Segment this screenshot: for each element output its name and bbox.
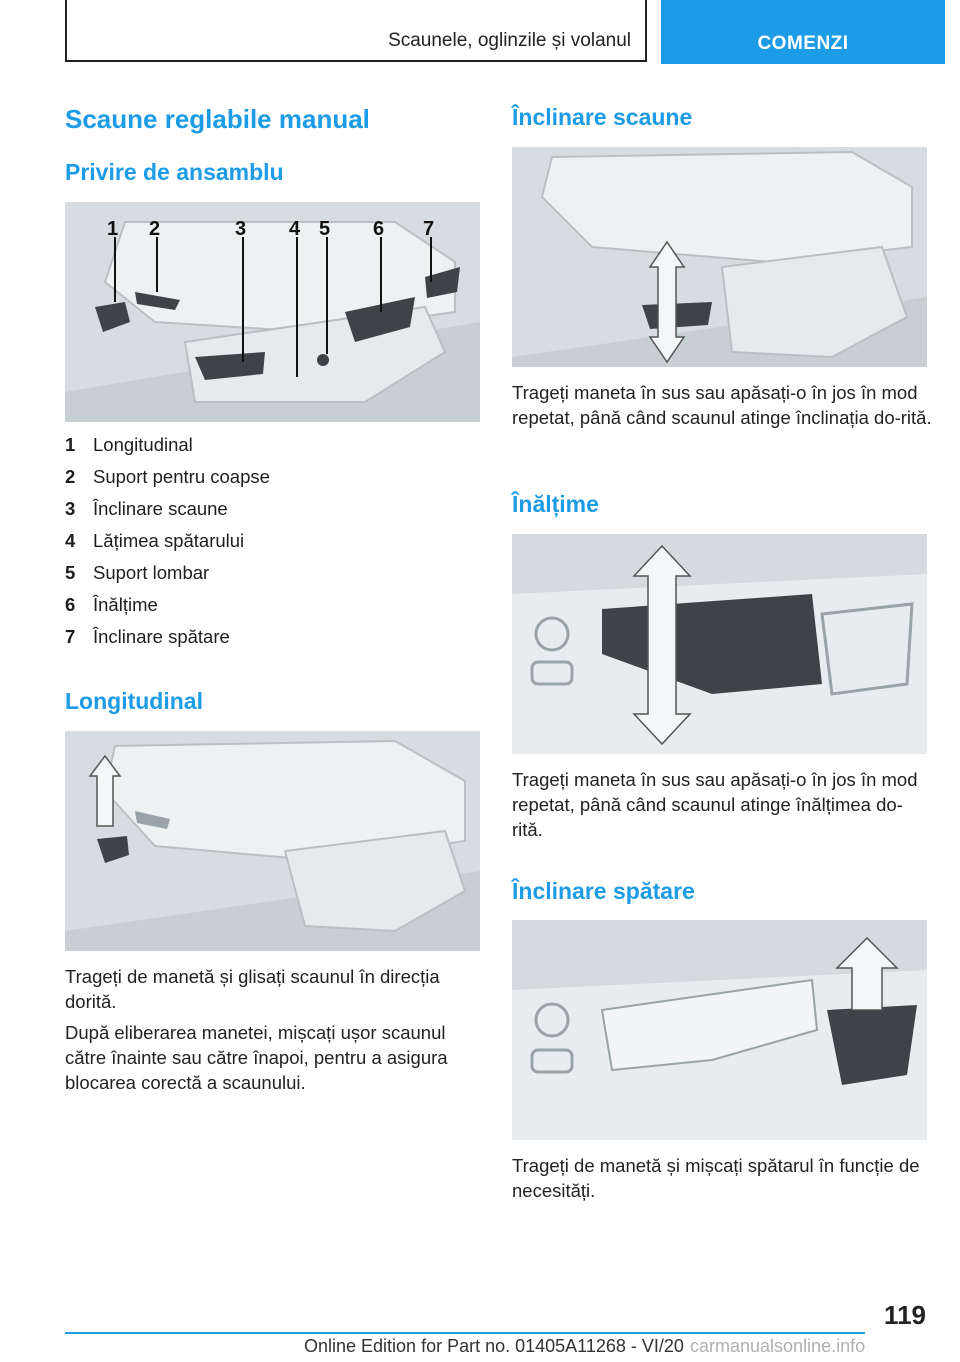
legend-number: 7 bbox=[65, 626, 76, 647]
tilt-figure bbox=[512, 147, 927, 367]
legend-item: 2 Suport pentru coapse bbox=[65, 466, 465, 498]
header-box: Scaunele, oglinzile și volanul bbox=[65, 0, 647, 62]
footer-watermark: carmanualsonline.info bbox=[690, 1336, 866, 1356]
height-figure bbox=[512, 534, 927, 754]
legend-number: 5 bbox=[65, 562, 76, 583]
tilt-heading: Înclinare scaune bbox=[512, 104, 693, 130]
legend-item: 6 Înălțime bbox=[65, 594, 465, 626]
legend-number: 4 bbox=[65, 530, 76, 551]
callout-2: 2 bbox=[149, 218, 160, 240]
backrest-heading: Înclinare spătare bbox=[512, 878, 695, 904]
legend-label: Suport pentru coapse bbox=[93, 466, 270, 487]
tilt-instruction: Trageți maneta în sus sau apăsați-o în j… bbox=[512, 382, 932, 428]
callout-4: 4 bbox=[289, 218, 301, 240]
callout-6: 6 bbox=[373, 218, 384, 240]
legend-item: 5 Suport lombar bbox=[65, 562, 465, 594]
callout-3: 3 bbox=[235, 218, 246, 240]
legend-number: 1 bbox=[65, 434, 76, 455]
legend-label: Lățimea spătarului bbox=[93, 530, 245, 551]
longitudinal-figure bbox=[65, 731, 480, 951]
chapter-tab[interactable]: COMENZI bbox=[661, 0, 945, 64]
legend-number: 6 bbox=[65, 594, 76, 615]
height-instruction: Trageți maneta în sus sau apăsați-o în j… bbox=[512, 769, 918, 840]
legend-item: 7 Înclinare spătare bbox=[65, 626, 465, 658]
callout-1: 1 bbox=[107, 218, 118, 240]
legend-item: 4 Lățimea spătarului bbox=[65, 530, 465, 562]
longitudinal-heading: Longitudinal bbox=[65, 688, 203, 714]
legend-number: 2 bbox=[65, 466, 76, 487]
legend-item: 1 Longitudinal bbox=[65, 434, 465, 466]
legend-label: Înclinare scaune bbox=[93, 498, 228, 519]
footer-edition: Online Edition for Part no. 01405A11268 … bbox=[304, 1336, 684, 1356]
page-title: Scaune reglabile manual bbox=[65, 104, 370, 134]
legend-number: 3 bbox=[65, 498, 76, 519]
legend-label: Înclinare spătare bbox=[93, 626, 230, 647]
callout-5: 5 bbox=[319, 218, 330, 240]
footer-rule bbox=[65, 1332, 865, 1334]
page-number: 119 bbox=[884, 1300, 926, 1330]
seat-overview-figure: 1 2 3 4 5 6 7 bbox=[65, 202, 480, 422]
section-title: Scaunele, oglinzile și volanul bbox=[388, 30, 631, 51]
backrest-figure bbox=[512, 920, 927, 1140]
height-heading: Înălțime bbox=[512, 491, 599, 517]
backrest-instruction: Trageți de manetă și mișcați spătarul în… bbox=[512, 1155, 920, 1201]
overview-heading: Privire de ansamblu bbox=[65, 159, 284, 185]
longitudinal-instruction-2: După eliberarea manetei, mișcați ușor sc… bbox=[65, 1022, 448, 1093]
legend-label: Longitudinal bbox=[93, 434, 193, 455]
longitudinal-instruction-1: Trageți de manetă și glisați scaunul în … bbox=[65, 966, 440, 1012]
legend-label: Suport lombar bbox=[93, 562, 210, 583]
callout-7: 7 bbox=[423, 218, 434, 240]
legend-item: 3 Înclinare scaune bbox=[65, 498, 465, 530]
legend-label: Înălțime bbox=[93, 594, 158, 615]
